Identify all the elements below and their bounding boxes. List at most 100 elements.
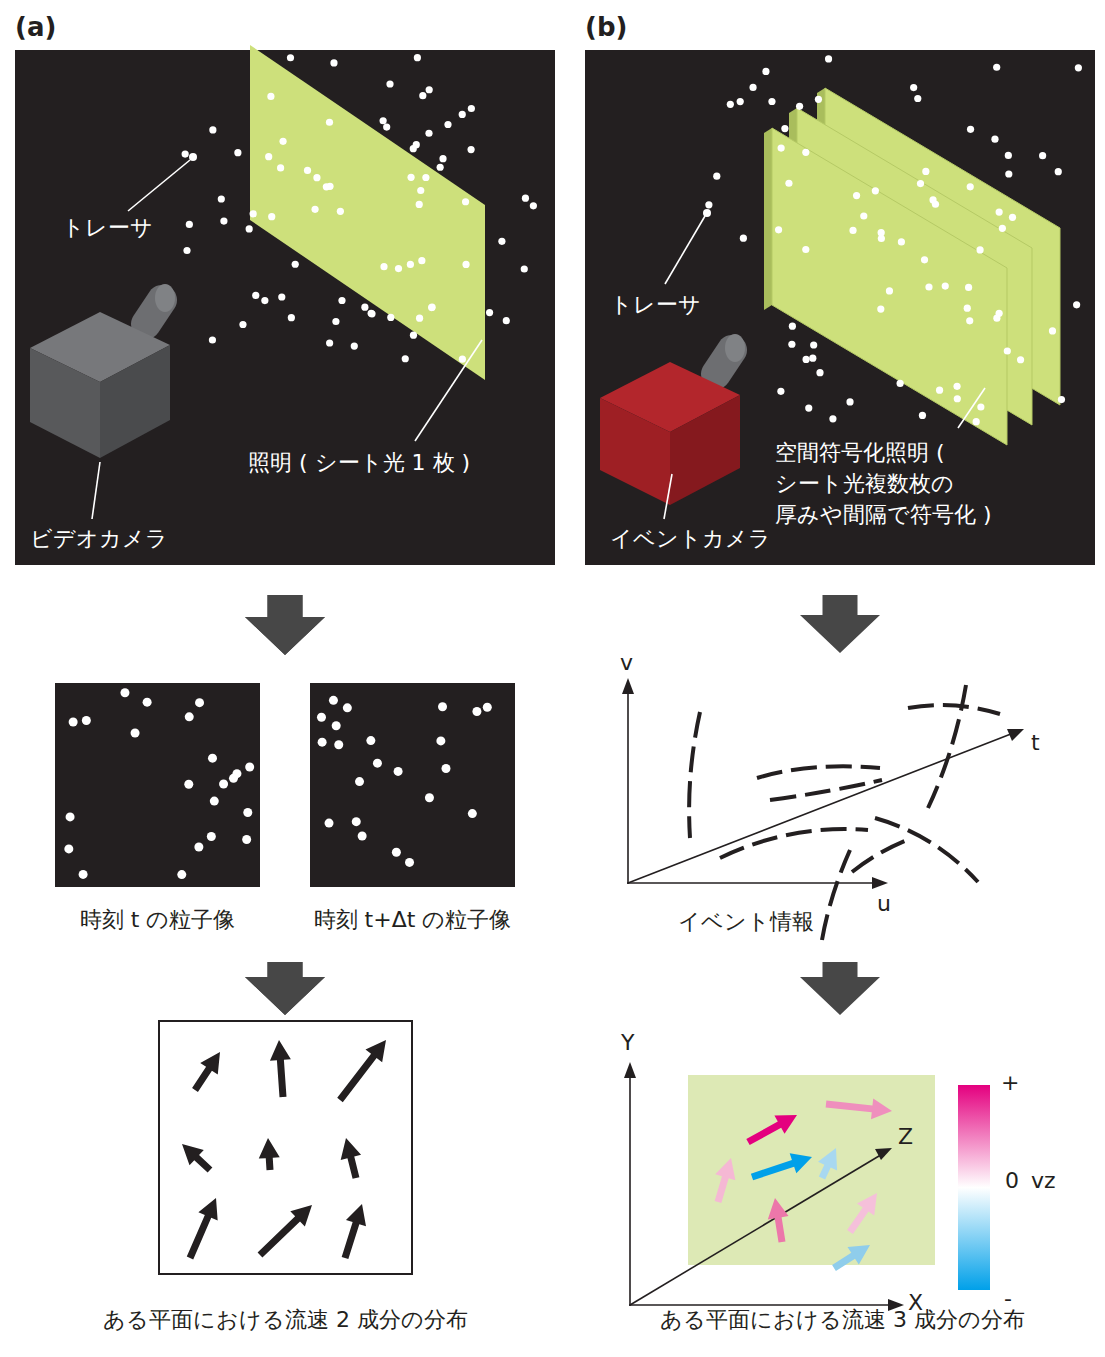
camera-lens xyxy=(155,284,175,312)
tracer-particle xyxy=(417,187,424,194)
generated-strokes xyxy=(64,54,1082,1271)
tracer-particle xyxy=(210,797,219,806)
tracer-particle xyxy=(189,153,197,161)
velocity-vector xyxy=(192,1052,220,1092)
tracer-particle xyxy=(809,355,816,362)
event-trace xyxy=(908,705,1000,714)
tracer-particle xyxy=(219,779,228,788)
tracer-particle xyxy=(265,153,272,160)
colorbar-label: 0 xyxy=(1005,1166,1019,1196)
tracer-particle xyxy=(788,341,795,348)
velocity-vector xyxy=(342,1204,366,1259)
tracer-particle xyxy=(853,192,860,199)
leader-line xyxy=(958,388,985,428)
tracer-particle xyxy=(387,314,394,321)
tracer-particle xyxy=(486,309,493,316)
tracer-particle xyxy=(503,317,510,324)
particle-image: 時刻 t+Δt の粒子像 xyxy=(310,683,515,887)
axis-arrowhead xyxy=(1007,729,1024,741)
tracer-particle xyxy=(1017,356,1024,363)
event-trace xyxy=(720,829,868,858)
tracer-particle xyxy=(468,809,477,818)
tracer-particle xyxy=(530,202,537,209)
tracer-particle xyxy=(521,265,528,272)
tracer-particle xyxy=(428,304,435,311)
tracer-particle xyxy=(277,164,284,171)
tracer-particle xyxy=(383,123,390,130)
tracer-particle xyxy=(785,180,792,187)
tracer-particle xyxy=(338,297,345,304)
measurement-plane xyxy=(688,1075,935,1265)
tracer-particle xyxy=(373,759,382,768)
tracer-particle xyxy=(246,225,253,232)
tracer-particle xyxy=(977,403,984,410)
tracer-particle xyxy=(749,84,756,91)
event-trace xyxy=(875,818,978,882)
tracer-particle xyxy=(311,206,318,213)
tracer-particle xyxy=(483,703,492,712)
tracer-particle xyxy=(143,698,152,707)
tracer-particle xyxy=(243,808,252,817)
tracer-particle xyxy=(802,246,809,253)
tracer-particle xyxy=(334,740,343,749)
tracer-particle xyxy=(522,195,529,202)
tracer-particle xyxy=(392,848,401,857)
tracer-particle xyxy=(425,793,434,802)
tracer-particle xyxy=(326,339,333,346)
panel-heading: (a) xyxy=(15,10,56,45)
axis-label: v xyxy=(620,648,633,678)
vector-field-box: ある平面における流速 2 成分の分布 xyxy=(158,1020,413,1275)
callout-label: トレーサ xyxy=(62,213,153,243)
tracer-particle xyxy=(1055,168,1062,175)
event-trace xyxy=(852,838,912,872)
tracer-particle xyxy=(993,64,1000,71)
tracer-particle xyxy=(877,306,884,313)
caption: イベント情報 xyxy=(678,907,814,937)
tracer-particle xyxy=(1005,152,1012,159)
tracer-particle xyxy=(498,238,505,245)
axis-line xyxy=(627,688,629,884)
tracer-particle xyxy=(351,342,358,349)
flow-arrow xyxy=(800,962,880,1015)
tracer-particle xyxy=(1058,396,1065,403)
tracer-particle xyxy=(329,696,338,705)
tracer-particle xyxy=(472,707,481,716)
axis-line xyxy=(627,882,882,884)
axis-label: u xyxy=(877,889,891,919)
tracer-particle xyxy=(355,777,364,786)
tracer-particle xyxy=(407,174,414,181)
tracer-particle xyxy=(402,355,409,362)
tracer-particle xyxy=(422,174,429,181)
tracer-particle xyxy=(405,858,414,867)
tracer-particle xyxy=(462,198,469,205)
tracer-particle xyxy=(953,383,960,390)
tracer-particle xyxy=(279,138,286,145)
tracer-particle xyxy=(967,183,974,190)
tracer-particle xyxy=(64,844,73,853)
tracer-particle xyxy=(82,716,91,725)
tracer-particle xyxy=(416,201,423,208)
tracer-particle xyxy=(762,68,769,75)
tracer-particle xyxy=(897,380,904,387)
tracer-particle xyxy=(245,763,254,772)
tracer-particle xyxy=(999,225,1006,232)
video-camera xyxy=(100,345,170,458)
tracer-particle xyxy=(1039,152,1046,159)
tracer-particle xyxy=(414,54,421,61)
tracer-particle xyxy=(304,167,311,174)
tracer-particle xyxy=(183,247,190,254)
tracer-particle xyxy=(368,310,375,317)
velocity-vector xyxy=(826,1098,892,1119)
tracer-particle xyxy=(413,141,420,148)
caption: ある平面における流速 2 成分の分布 xyxy=(58,1305,513,1335)
tracer-particle xyxy=(439,155,446,162)
axis-arrowhead xyxy=(875,1148,892,1160)
particle-image: 時刻 t の粒子像 xyxy=(55,683,260,887)
tracer-particle xyxy=(1009,214,1016,221)
tracer-particle xyxy=(287,54,294,61)
event-plot: イベント情報 xyxy=(600,655,1060,940)
tracer-particle xyxy=(380,263,387,270)
tracer-particle xyxy=(278,293,285,300)
video-camera xyxy=(30,348,100,458)
